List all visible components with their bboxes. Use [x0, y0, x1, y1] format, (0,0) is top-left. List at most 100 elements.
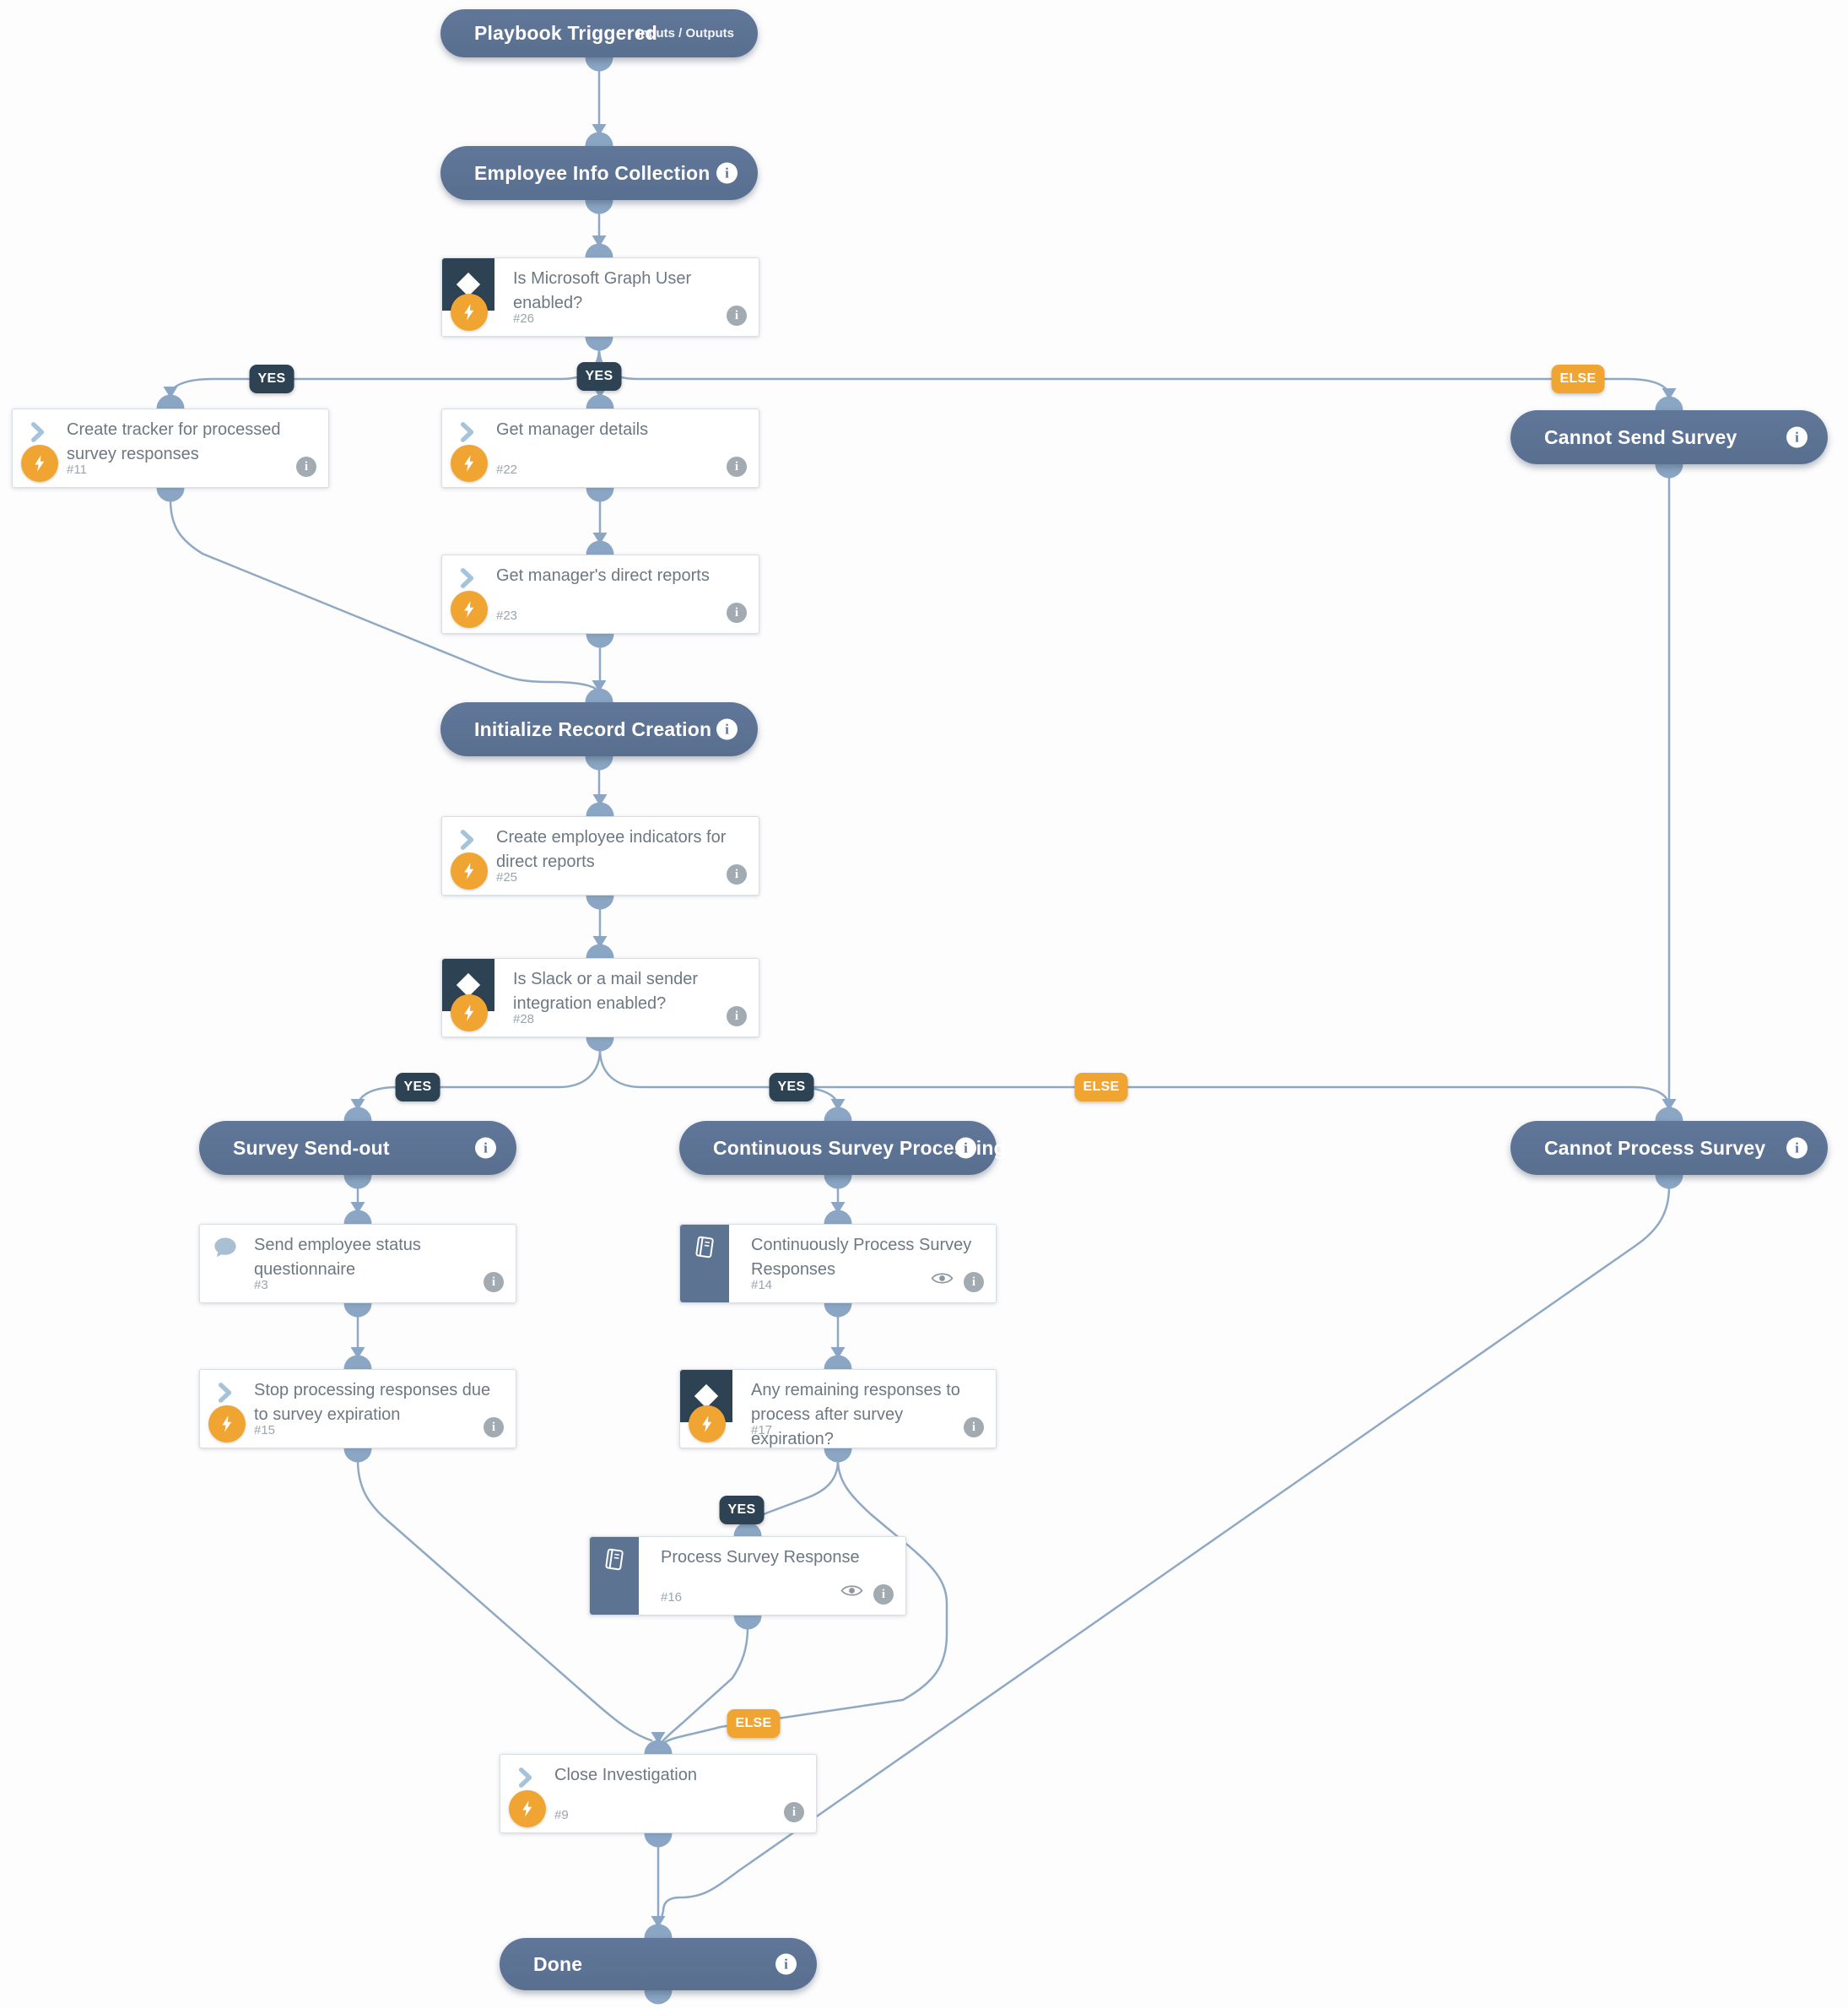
- info-icon[interactable]: i: [727, 306, 747, 326]
- section-title: Employee Info Collection: [474, 161, 711, 184]
- automation-lightning-icon: [451, 294, 488, 331]
- automation-chevron-icon: [213, 1382, 235, 1408]
- info-icon[interactable]: i: [964, 1272, 984, 1292]
- eye-icon[interactable]: [840, 1583, 863, 1602]
- task-title: Is Slack or a mail sender integration en…: [513, 970, 698, 1013]
- info-icon[interactable]: i: [727, 603, 747, 623]
- stop-processing-responses-due-to-survey-expiration-task[interactable]: Stop processing responses due to survey …: [199, 1369, 516, 1448]
- branch-label-yes: YES: [769, 1073, 814, 1101]
- task-id: #14: [751, 1278, 773, 1292]
- is-slack-or-mail-sender-integration-enabled-task[interactable]: Is Slack or a mail sender integration en…: [441, 958, 759, 1037]
- info-icon[interactable]: i: [475, 1137, 496, 1159]
- task-title: Get manager details: [496, 420, 649, 439]
- task-id: #3: [254, 1278, 268, 1292]
- cannot-send-survey-section[interactable]: Cannot Send Survey i: [1510, 410, 1828, 464]
- any-remaining-responses-to-process-task[interactable]: Any remaining responses to process after…: [679, 1369, 997, 1448]
- task-id: #9: [554, 1808, 569, 1822]
- info-icon[interactable]: i: [1786, 426, 1807, 448]
- info-icon[interactable]: i: [1786, 1137, 1807, 1159]
- get-managers-direct-reports-task[interactable]: Get manager's direct reports #23 i: [441, 555, 759, 634]
- automation-lightning-icon: [451, 591, 488, 628]
- info-icon[interactable]: i: [296, 457, 316, 477]
- data-collection-chat-icon: [213, 1235, 238, 1264]
- section-title: Playbook Triggered: [474, 22, 658, 44]
- automation-chevron-icon: [456, 567, 478, 593]
- task-title: Process Survey Response: [661, 1548, 860, 1567]
- task-id: #22: [496, 463, 518, 477]
- send-employee-status-questionnaire-task[interactable]: Send employee status questionnaire#3 i: [199, 1224, 516, 1303]
- task-title: Send employee status questionnaire: [254, 1236, 421, 1279]
- task-title: Get manager's direct reports: [496, 566, 710, 585]
- close-investigation-task[interactable]: Close Investigation #9 i: [500, 1754, 817, 1833]
- task-id: #28: [513, 1012, 535, 1026]
- done-section[interactable]: Done i: [500, 1938, 817, 1990]
- continuously-process-survey-responses-task[interactable]: Continuously Process Survey Responses#14…: [679, 1224, 997, 1303]
- get-manager-details-task[interactable]: Get manager details #22 i: [441, 409, 759, 488]
- task-id: #11: [67, 463, 87, 477]
- section-title: Done: [533, 1952, 583, 1975]
- create-employee-indicators-for-direct-reports-task[interactable]: Create employee indicators for direct re…: [441, 816, 759, 896]
- task-title: Create tracker for processed survey resp…: [67, 420, 281, 463]
- is-microsoft-graph-user-enabled-task[interactable]: Is Microsoft Graph User enabled?#26 i: [441, 257, 759, 337]
- automation-lightning-icon: [21, 445, 58, 482]
- playbook-book-icon: [692, 1235, 717, 1264]
- automation-chevron-icon: [514, 1767, 536, 1793]
- section-title: Initialize Record Creation: [474, 717, 712, 740]
- task-title: Continuously Process Survey Responses: [751, 1236, 972, 1279]
- section-title: Cannot Process Survey: [1544, 1136, 1766, 1159]
- automation-lightning-icon: [208, 1405, 246, 1442]
- info-icon[interactable]: i: [873, 1584, 894, 1605]
- task-id: #23: [496, 609, 518, 623]
- create-tracker-for-processed-survey-responses-task[interactable]: Create tracker for processed survey resp…: [12, 409, 329, 488]
- automation-lightning-icon: [689, 1405, 726, 1442]
- branch-label-else: ELSE: [1074, 1073, 1128, 1101]
- automation-lightning-icon: [451, 994, 488, 1031]
- automation-lightning-icon: [451, 445, 488, 482]
- sub-playbook-sidebar: [590, 1537, 639, 1615]
- task-id: #15: [254, 1423, 276, 1437]
- cannot-process-survey-section[interactable]: Cannot Process Survey i: [1510, 1121, 1828, 1175]
- task-title: Is Microsoft Graph User enabled?: [513, 269, 692, 312]
- info-icon[interactable]: i: [964, 1417, 984, 1437]
- branch-label-yes: YES: [719, 1496, 765, 1524]
- info-icon[interactable]: i: [716, 718, 738, 740]
- eye-icon[interactable]: [931, 1271, 954, 1290]
- task-id: #25: [496, 870, 518, 885]
- task-id: #16: [661, 1590, 683, 1605]
- info-icon[interactable]: i: [727, 1006, 747, 1026]
- process-survey-response-task[interactable]: Process Survey Response #16 i: [589, 1536, 906, 1616]
- automation-lightning-icon: [451, 852, 488, 890]
- task-title: Create employee indicators for direct re…: [496, 828, 727, 871]
- info-icon[interactable]: i: [727, 864, 747, 885]
- automation-chevron-icon: [26, 421, 48, 447]
- info-icon[interactable]: i: [955, 1137, 976, 1159]
- info-icon[interactable]: i: [727, 457, 747, 477]
- sub-playbook-sidebar: [680, 1225, 729, 1302]
- branch-label-yes: YES: [576, 362, 622, 391]
- playbook-book-icon: [602, 1547, 627, 1577]
- automation-chevron-icon: [456, 421, 478, 447]
- section-title: Cannot Send Survey: [1544, 425, 1737, 448]
- info-icon[interactable]: i: [484, 1272, 504, 1292]
- branch-label-yes: YES: [395, 1073, 440, 1101]
- branch-label-yes: YES: [249, 365, 294, 393]
- task-title: Close Investigation: [554, 1766, 697, 1784]
- task-id: #17: [751, 1423, 773, 1437]
- info-icon[interactable]: i: [784, 1802, 804, 1822]
- task-title: Stop processing responses due to survey …: [254, 1381, 491, 1424]
- info-icon[interactable]: i: [716, 162, 738, 184]
- info-icon[interactable]: i: [775, 1953, 797, 1975]
- info-icon[interactable]: i: [484, 1417, 504, 1437]
- inputs-outputs-link[interactable]: Inputs / Outputs: [637, 26, 734, 41]
- automation-chevron-icon: [456, 829, 478, 855]
- task-id: #26: [513, 311, 535, 326]
- branch-label-else: ELSE: [727, 1709, 781, 1738]
- branch-label-else: ELSE: [1551, 365, 1605, 393]
